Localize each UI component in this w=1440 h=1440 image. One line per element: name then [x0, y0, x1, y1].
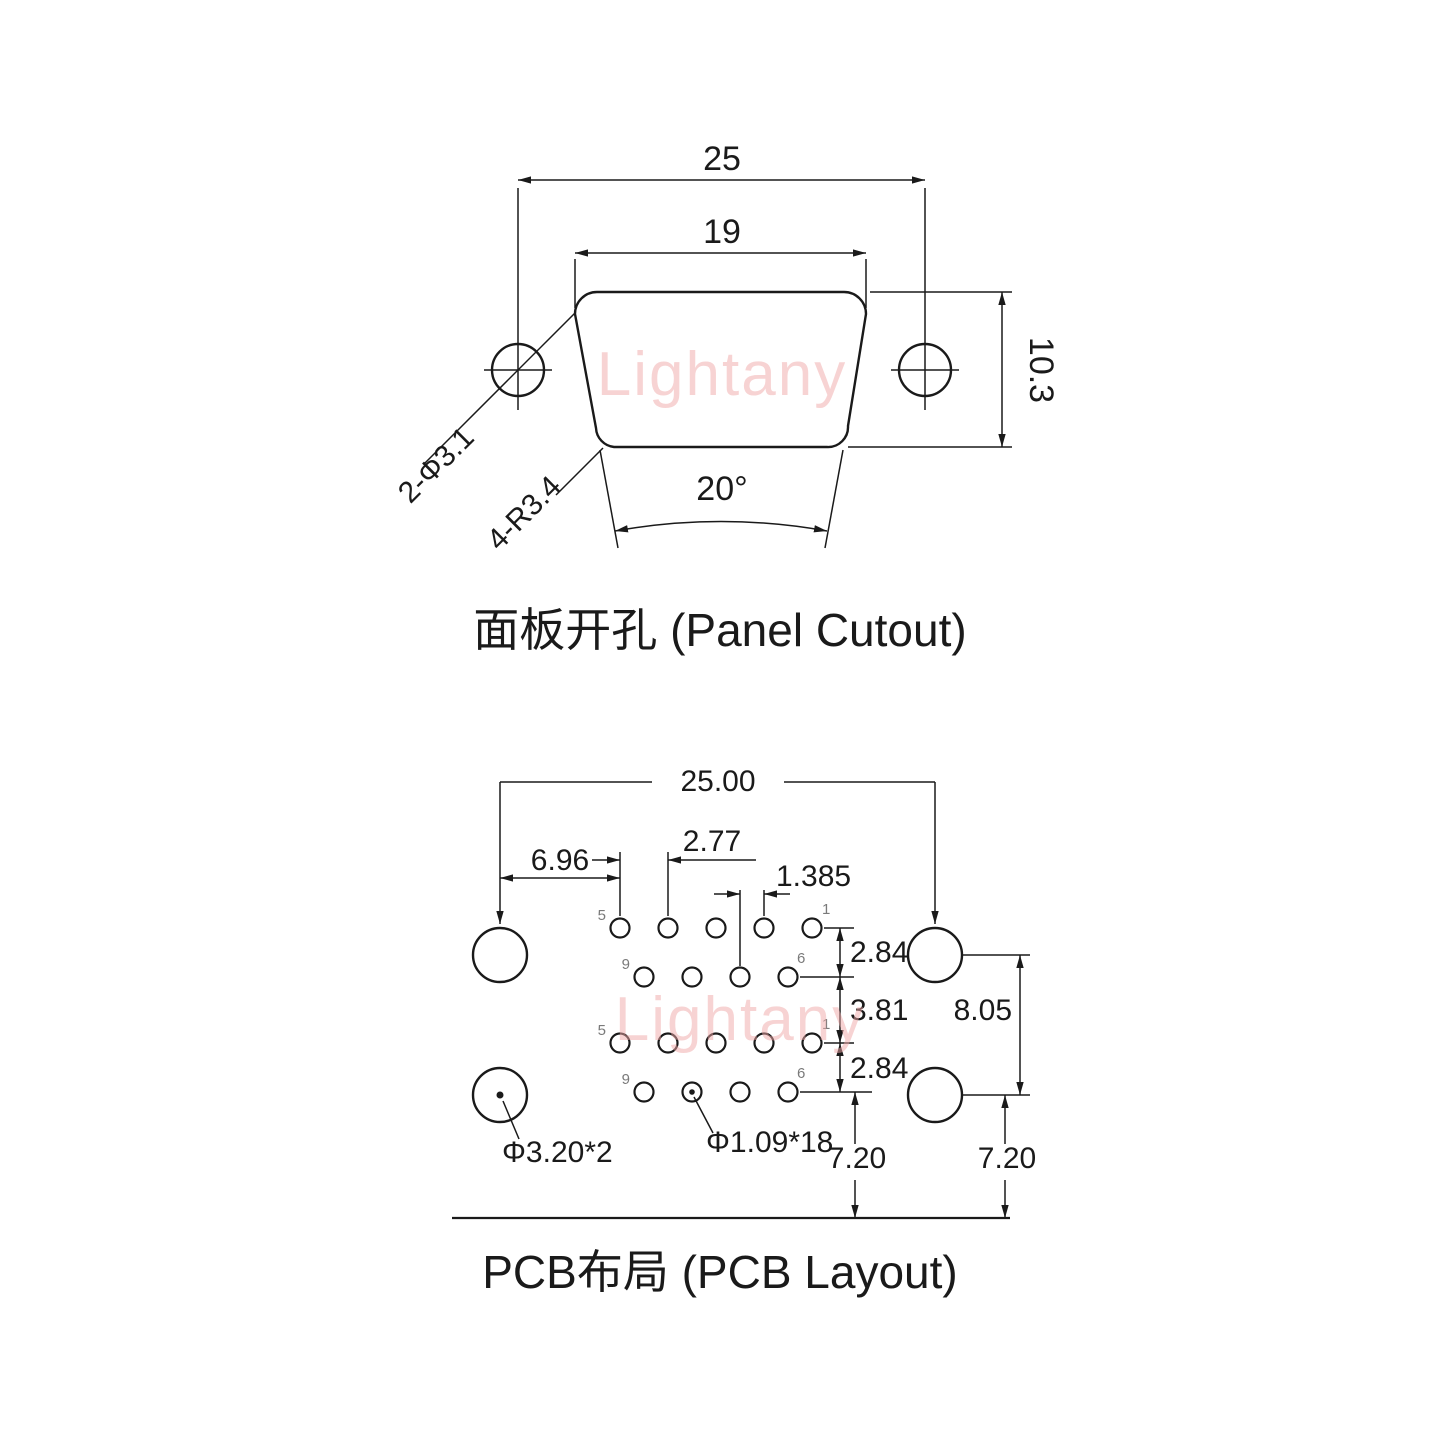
pin-label-6b: 6	[797, 1065, 805, 1082]
panel-mount-hole-right	[891, 342, 959, 398]
leader-corner-radius: 4-R3.4	[481, 447, 604, 557]
pin-hole	[705, 917, 727, 939]
pin-hole	[777, 1081, 799, 1103]
dim-row-gaps: 2.84 3.81 2.84	[800, 927, 908, 1093]
dim-row-gap-lower-value: 2.84	[850, 1052, 908, 1085]
leader-line	[693, 1096, 714, 1134]
pin-grid-port1	[609, 917, 823, 988]
corner-radius-label: 4-R3.4	[481, 470, 568, 557]
dim-taper-angle: 20°	[599, 449, 844, 549]
pin-label-9b: 9	[622, 1071, 630, 1088]
pin-label-1: 1	[822, 901, 830, 918]
pcb-layout-title: PCB布局 (PCB Layout)	[482, 1246, 957, 1298]
dim-pcb-width: 25.00	[496, 765, 939, 924]
pin-label-5: 5	[598, 907, 606, 924]
dim-mount-vertical-value: 8.05	[954, 994, 1012, 1027]
pin-hole-size-label: Φ1.09*18	[706, 1126, 833, 1159]
dim-inner-width-value: 19	[703, 213, 741, 251]
dim-row-offset: 1.385	[714, 860, 851, 966]
dim-edge-to-pin-value: 6.96	[531, 844, 589, 877]
pin-hole	[729, 1081, 751, 1103]
pin-hole	[657, 917, 679, 939]
panel-cutout-shape	[573, 290, 868, 449]
angle-side-line	[599, 449, 619, 549]
pin-hole	[633, 1081, 655, 1103]
mount-holes-label: 2-Φ3.1	[392, 421, 481, 510]
pin-hole	[801, 917, 823, 939]
pin-hole	[753, 1032, 775, 1054]
pin-hole	[705, 1032, 727, 1054]
dim-pin-to-edge: 7.20	[828, 1092, 886, 1218]
dim-edge-to-pin: 6.96	[500, 844, 620, 882]
dim-row-gap-upper-value: 2.84	[850, 936, 908, 969]
pcb-mount-hole-bottom-right	[906, 1066, 964, 1124]
pin-hole	[609, 1032, 631, 1054]
watermark-bottom: Lightany	[615, 985, 865, 1054]
dim-mount-vertical: 8.05	[954, 954, 1030, 1096]
dim-mount-to-edge: 7.20	[978, 1095, 1036, 1218]
leader-line	[555, 447, 604, 496]
dim-cutout-height-value: 10.3	[1022, 337, 1060, 403]
dim-outer-width-value: 25	[703, 140, 741, 178]
pin-hole-center-dot	[689, 1089, 695, 1095]
pin-hole	[801, 1032, 823, 1054]
leader-line	[502, 1100, 520, 1140]
pin-grid-port2	[609, 1032, 823, 1103]
pin-hole	[753, 917, 775, 939]
leader-line	[424, 312, 576, 464]
pin-label-1b: 1	[822, 1016, 830, 1033]
angle-arc	[614, 520, 828, 533]
angle-side-line	[824, 449, 844, 549]
dim-angle-value: 20°	[696, 470, 747, 508]
pin-label-5b: 5	[598, 1022, 606, 1039]
dim-pin-to-edge-value: 7.20	[828, 1142, 886, 1175]
pin-hole	[681, 966, 703, 988]
dim-pin-pitch: 2.77	[592, 825, 756, 916]
pin-number-labels: 5 1 9 6 5 1 9 6	[598, 901, 831, 1088]
dim-pin-pitch-value: 2.77	[683, 825, 741, 858]
pin-label-9: 9	[622, 956, 630, 973]
leader-pin-hole-size: Φ1.09*18	[693, 1096, 833, 1159]
dim-cutout-height: 10.3	[848, 291, 1060, 448]
pin-label-6: 6	[797, 950, 805, 967]
dim-inner-width: 19	[574, 213, 867, 308]
mount-hole-center-dot	[496, 1091, 504, 1099]
leader-mount-hole-size: Φ3.20*2	[502, 1100, 613, 1169]
pcb-mount-hole-top-right	[906, 926, 964, 984]
dim-port-gap-value: 3.81	[850, 994, 908, 1027]
dim-row-offset-value: 1.385	[776, 860, 851, 893]
pin-hole	[633, 966, 655, 988]
dim-mount-to-edge-value: 7.20	[978, 1142, 1036, 1175]
pin-hole	[609, 917, 631, 939]
pin-hole	[729, 966, 751, 988]
dim-pcb-width-value: 25.00	[680, 765, 755, 798]
pcb-layout-diagram: 25.00 6.96 2.77 1.385	[452, 765, 1036, 1298]
mount-hole-size-label: Φ3.20*2	[502, 1136, 613, 1169]
pcb-mount-hole-top-left	[471, 926, 529, 984]
pin-hole	[777, 966, 799, 988]
watermark-top: Lightany	[597, 340, 847, 409]
pin-hole	[657, 1032, 679, 1054]
panel-cutout-title: 面板开孔 (Panel Cutout)	[473, 604, 966, 656]
dim-outer-width: 25	[518, 140, 925, 184]
